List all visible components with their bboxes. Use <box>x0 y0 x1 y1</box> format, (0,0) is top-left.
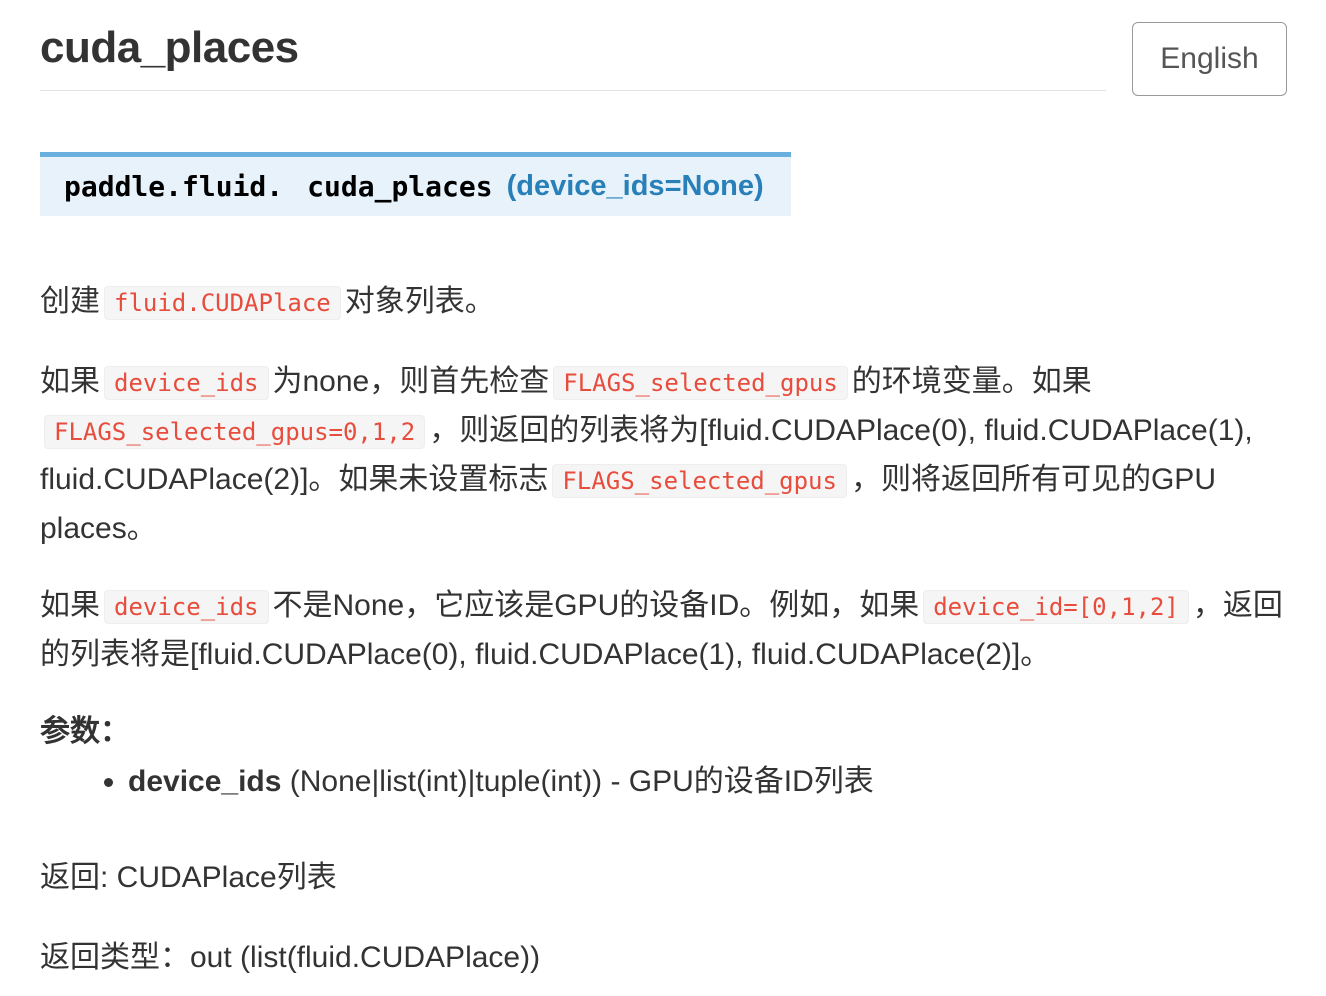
text: 如果 <box>40 589 100 622</box>
text: 不是None，它应该是GPU的设备ID。例如，如果 <box>272 589 920 622</box>
page-title: cuda_places <box>40 18 1106 91</box>
inline-code: device_ids <box>104 590 269 624</box>
inline-code: FLAGS_selected_gpus <box>553 366 848 400</box>
param-item: device_ids (None|list(int)|tuple(int)) -… <box>128 758 1250 806</box>
text: ，返回的列表将是[fluid.CUDAPlace(0), fluid.CUDAP… <box>40 589 1283 671</box>
returns: 返回: CUDAPlace列表 <box>40 861 337 894</box>
param-desc: (None|list(int)|tuple(int)) - GPU的设备ID列表 <box>281 765 874 798</box>
params-heading: 参数： <box>40 715 130 748</box>
signature-params: (device_ids=None) <box>506 170 764 202</box>
param-name: device_ids <box>128 765 282 798</box>
text: 创建 <box>40 285 100 318</box>
inline-code: device_ids <box>104 366 269 400</box>
text: 为none，则首先检查 <box>272 365 550 398</box>
return-type: 返回类型：out (list(fluid.CUDAPlace)) <box>40 941 541 974</box>
inline-code: device_id=[0,1,2] <box>923 590 1189 624</box>
text: 对象列表。 <box>344 285 495 318</box>
function-signature: paddle.fluid. cuda_places (device_ids=No… <box>40 152 791 216</box>
signature-name: cuda_places <box>307 170 493 203</box>
language-switch-button[interactable]: English <box>1132 22 1287 96</box>
text: 如果 <box>40 365 100 398</box>
inline-code: fluid.CUDAPlace <box>104 286 341 320</box>
inline-code: FLAGS_selected_gpus=0,1,2 <box>44 415 426 449</box>
params-list: device_ids (None|list(int)|tuple(int)) -… <box>0 758 1250 806</box>
inline-code: FLAGS_selected_gpus <box>552 464 847 498</box>
text: ，则将返回所有可见的GPU places。 <box>40 463 1216 545</box>
text: ，则返回的列表将为[fluid.CUDAPlace(0), fluid.CUDA… <box>40 414 1253 496</box>
signature-module: paddle.fluid. <box>64 170 284 203</box>
text: 的环境变量。如果 <box>851 365 1092 398</box>
